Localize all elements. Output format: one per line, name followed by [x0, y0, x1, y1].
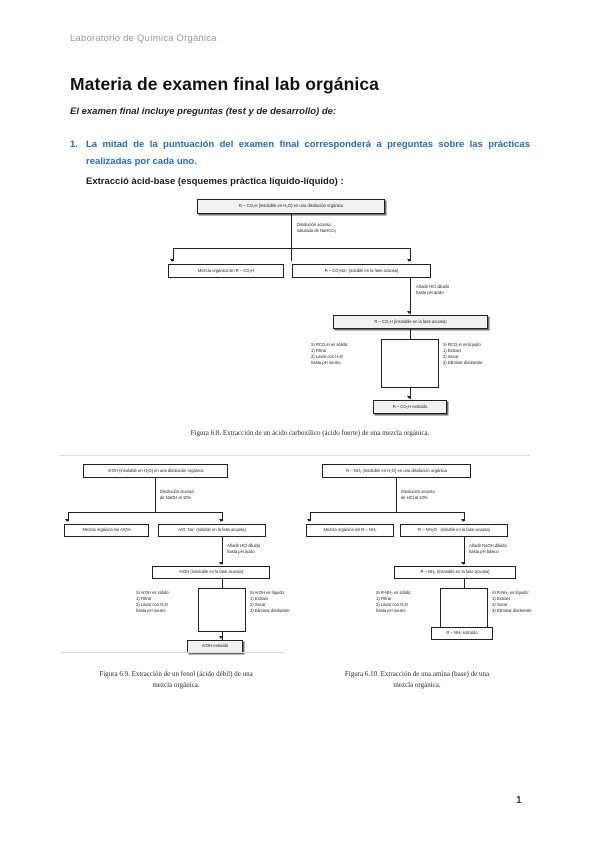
fig68-mid-box: R – CO₂H (insoluble en la fase acuosa) [333, 315, 488, 329]
fig69-connector-3 [222, 579, 223, 588]
fig610-branch-right [464, 512, 465, 521]
fig69-mid-box: ArOH (insoluble en la fase acuosa) [152, 566, 270, 579]
page-title: Materia de examen final lab orgánica [70, 73, 379, 94]
fig610-arrow-right [461, 519, 466, 522]
figure-6-10-flowchart: R – NH₂ (insoluble en H₂O) en una disolu… [306, 464, 532, 640]
list-item-number: 1. [70, 139, 78, 150]
fig69-branch-left [68, 512, 69, 521]
fig68-final-box: R – CO₂H extraído [373, 400, 447, 414]
fig68-acid-note: Añadir HCl diluido hasta pH ácido [416, 284, 450, 295]
fig610-right-box: R – NH₃Cl⁻ (soluble en la fase acuosa) [400, 524, 508, 537]
fig69-split-line [68, 512, 222, 513]
fig69-liquid-note: Si ArOH es líquido: 1) Extraer 2) Secar … [250, 590, 290, 614]
fig68-connector-4 [410, 388, 411, 399]
fig68-split-line [173, 248, 410, 249]
fig69-arrow-right [219, 519, 224, 522]
figure-6-9-caption: Figura 6.9. Extracción de un fenol (ácid… [52, 669, 300, 691]
fig610-final-box: R – NH₂ extraído [431, 627, 493, 640]
fig68-liquid-note: Si RCO₂H es líquido: 1) Extraer 2) Secar… [443, 342, 483, 366]
fig69-arrow-final [219, 636, 224, 639]
fig610-split-line [310, 512, 464, 513]
fig610-branch-left [310, 512, 311, 521]
subheading-extraction: Extracció àcid-base (esquemes pràctica l… [86, 176, 344, 187]
fig68-arrow-final [407, 396, 412, 399]
fig610-branch-spacer [440, 588, 488, 632]
fig69-connector-1 [155, 478, 156, 512]
fig68-connector-1 [291, 214, 292, 261]
fig610-left-box: Mezcla orgánica sin R – NH₂ [306, 524, 394, 537]
fig610-arrow-mid [461, 562, 466, 565]
figure-6-8-caption: Figura 6.8. Extracción de un ácido carbo… [190, 429, 430, 437]
fig69-top-box: ArOH (insoluble en H₂O) en una disolució… [83, 464, 228, 478]
fig610-arrow-left [307, 519, 312, 522]
fig610-connector-2 [464, 537, 465, 564]
fig68-solid-note: Si RCO₂H es sólido: 1) Filtrar 2) Lavar … [311, 342, 349, 366]
fig68-branch-spacer [381, 339, 439, 388]
fig69-branch-spacer [198, 588, 246, 632]
fig69-reagent-note: Disolución acuosa de NaOH al 10% [160, 489, 194, 500]
fig69-right-box: ArO⁻Na⁺ (soluble en la fase acuosa) [158, 524, 266, 537]
figure-6-9-flowchart: ArOH (insoluble en H₂O) en una disolució… [0, 0, 300, 700]
figure-6-9-caption-line1: Figura 6.9. Extracción de un fenol (ácid… [99, 670, 253, 678]
fig610-connector-1 [396, 478, 397, 512]
fig69-arrow-left [65, 519, 70, 522]
fig68-top-box: R – CO₂H (insoluble en H₂O) en una disol… [197, 199, 385, 214]
figure-6-10-caption-line1: Figura 6.10. Extracción de una amina (ba… [344, 670, 490, 678]
fig610-connector-3 [464, 579, 465, 588]
fig69-acid-note: Añadir HCl diluido hasta pH ácido [227, 543, 261, 554]
fig69-solid-note: Si ArOH es sólido: 1) Filtrar 2) Lavar c… [136, 590, 170, 614]
figure-6-8-flowchart: R – CO₂H (insoluble en H₂O) en una disol… [168, 199, 488, 414]
fig68-left-box: Mezcla orgánica sin R – CO₂H [168, 264, 284, 278]
fig68-reagent-note: Disolución acuosa saturada de NaHCO₃ [297, 222, 337, 233]
fig610-reagent-note: Disolución acuosa de HCl al 10% [401, 489, 435, 500]
fig68-arrow-left [170, 259, 175, 262]
fig69-left-box: Mezcla orgánica sin ArOH [64, 524, 149, 537]
intro-paragraph: El examen final incluye preguntas (test … [70, 106, 337, 117]
figure-6-10-caption-line2: mezcla orgánica. [393, 680, 441, 689]
fig610-liquid-note: Si R-NH₂ es líquido: 1) Extraer 2) Secar… [492, 590, 532, 614]
fig68-right-box: R – CO₂Na⁺ (soluble en la fase acuosa) [292, 264, 431, 278]
fig610-mid-box: R – NH₂ (insoluble en la fase acuosa) [394, 566, 516, 579]
list-item-text: La mitad de la puntuación del examen fin… [86, 139, 530, 167]
fig68-connector-3 [410, 329, 411, 339]
fig610-top-box: R – NH₂ (insoluble en H₂O) en una disolu… [322, 464, 471, 478]
fig69-connector-2 [222, 537, 223, 564]
divider-bottom [60, 652, 285, 653]
figure-6-9-caption-line2: mezcla orgánica. [152, 680, 200, 689]
divider-top [60, 455, 530, 456]
figure-6-10-caption: Figura 6.10. Extracción de una amina (ba… [292, 669, 542, 691]
running-header: Laboratorio de Química Orgánica [70, 33, 217, 44]
page-number: 1 [516, 795, 522, 806]
fig69-branch-right [222, 512, 223, 521]
fig68-connector-2 [410, 278, 411, 314]
numbered-list-item-1: 1. La mitad de la puntuación del examen … [70, 136, 530, 170]
fig69-arrow-mid [219, 562, 224, 565]
fig68-branch-right [410, 248, 411, 261]
fig68-arrow-right [407, 259, 412, 262]
fig610-solid-note: Si R-NH₂ es sólido: 1) Filtrar 2) Lavar … [376, 590, 412, 614]
fig68-arrow-mid [407, 311, 412, 314]
fig68-branch-left [173, 248, 174, 261]
fig610-base-note: Añadir NaOH diluido hasta pH básico [469, 543, 507, 554]
